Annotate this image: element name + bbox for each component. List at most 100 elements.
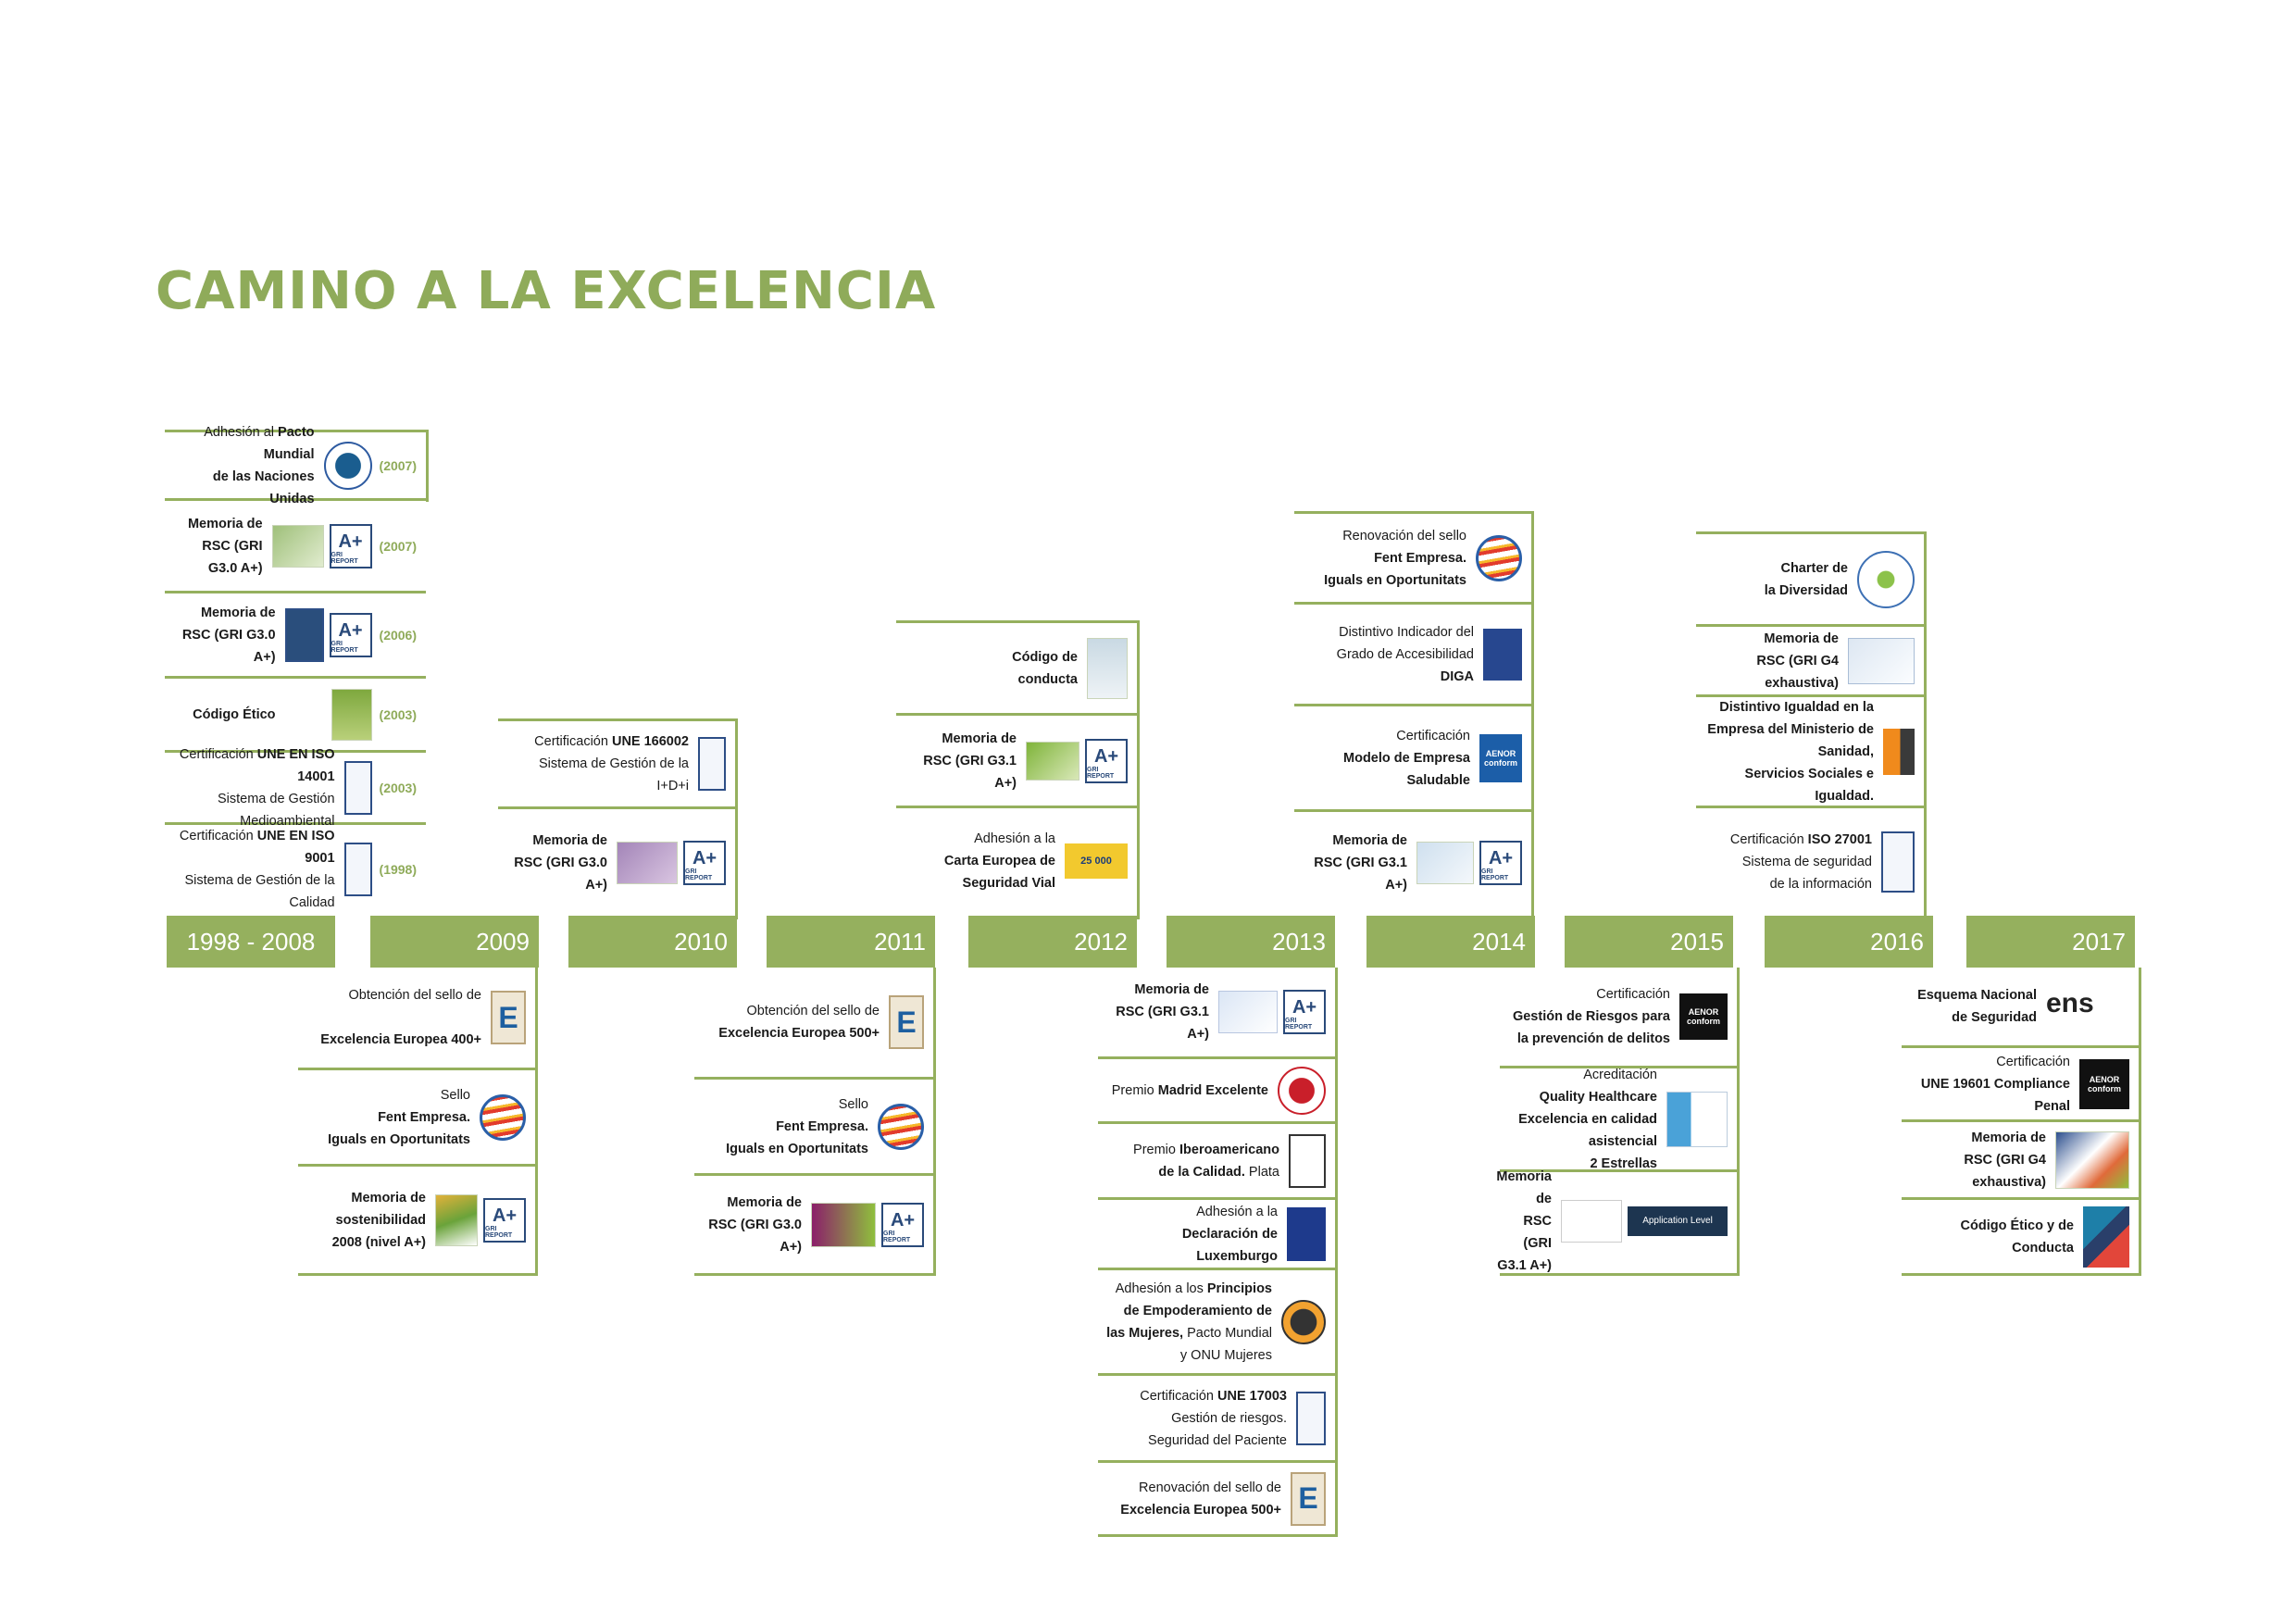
aenor-conform-icon: AENOR conform: [1679, 993, 1728, 1040]
aenor-icon: [343, 760, 372, 815]
year-1998-2008: 1998 - 2008: [167, 916, 335, 968]
onu-mujeres-icon: [1281, 1299, 1326, 1344]
fent-empresa-icon: [878, 1103, 924, 1150]
excelencia-europea-icon: E: [1291, 1471, 1326, 1526]
aenor-icon: [1296, 1391, 1326, 1445]
aenor-icon: [343, 843, 372, 896]
un-global-compact-icon: [323, 441, 372, 490]
report-cover-icon: [1218, 991, 1278, 1033]
ens-logo-icon: ens: [2046, 988, 2094, 1018]
european-road-safety-charter-icon: 25 000: [1065, 843, 1128, 879]
year-2017: 2017: [1966, 916, 2135, 968]
gri-report-icon: A+GRI REPORT: [1479, 841, 1522, 885]
accessibility-icon: [1483, 628, 1522, 681]
igualdad-icon: [1883, 728, 1915, 775]
item-codigo-etico-conducta: Código Ético y de Conducta: [1902, 1197, 2139, 1273]
aenor-icon: [1881, 831, 1915, 893]
codigo-etico-cover-icon: [2083, 1206, 2129, 1268]
gri-report-icon: A+GRI REPORT: [329, 612, 372, 657]
year-2013: 2013: [1167, 916, 1335, 968]
year-2012: 2012: [968, 916, 1137, 968]
luxemburgo-icon: [1287, 1206, 1326, 1261]
report-cover-icon: [1848, 637, 1915, 684]
premio-iberoamericano-icon: [1289, 1133, 1326, 1188]
gri-report-icon: A+GRI REPORT: [881, 1202, 924, 1247]
gri-report-icon: A+GRI REPORT: [683, 841, 726, 885]
item-codigo-etico: Código Ético (2003): [165, 679, 426, 753]
gri-report-icon: A+GRI REPORT: [329, 523, 372, 568]
report-cover-icon: [284, 607, 324, 662]
cover-icon: [331, 688, 372, 741]
madrid-excelente-icon: [1278, 1066, 1326, 1115]
page-title: CAMINO A LA EXCELENCIA: [156, 261, 937, 321]
report-cover-icon: [2055, 1131, 2129, 1189]
year-2011: 2011: [767, 916, 935, 968]
gri-report-icon: A+GRI REPORT: [483, 1197, 526, 1243]
year-2016: 2016: [1765, 916, 1933, 968]
aenor-conform-icon: AENOR conform: [2079, 1058, 2129, 1109]
report-cover-icon: [1416, 842, 1474, 884]
sostenibilidad-cover-icon: [435, 1193, 478, 1246]
report-cover-icon: [811, 1202, 876, 1247]
year-2009: 2009: [370, 916, 539, 968]
aenor-conform-icon: AENOR conform: [1479, 733, 1522, 782]
gri-report-icon: A+GRI REPORT: [1283, 990, 1326, 1034]
quality-healthcare-icon: [1666, 1091, 1728, 1147]
handshake-cover-icon: [1087, 637, 1128, 699]
fent-empresa-icon: [1476, 534, 1522, 581]
item-madrid-excelente: Premio Madrid Excelente: [1098, 1056, 1335, 1121]
report-cover-icon: [617, 842, 678, 884]
report-cover-icon: [1561, 1199, 1622, 1243]
aenor-icon: [698, 737, 726, 791]
fent-empresa-icon: [480, 1093, 526, 1141]
year-2010: 2010: [568, 916, 737, 968]
charter-diversidad-icon: [1857, 550, 1915, 608]
year-2014: 2014: [1366, 916, 1535, 968]
year-2015: 2015: [1565, 916, 1733, 968]
